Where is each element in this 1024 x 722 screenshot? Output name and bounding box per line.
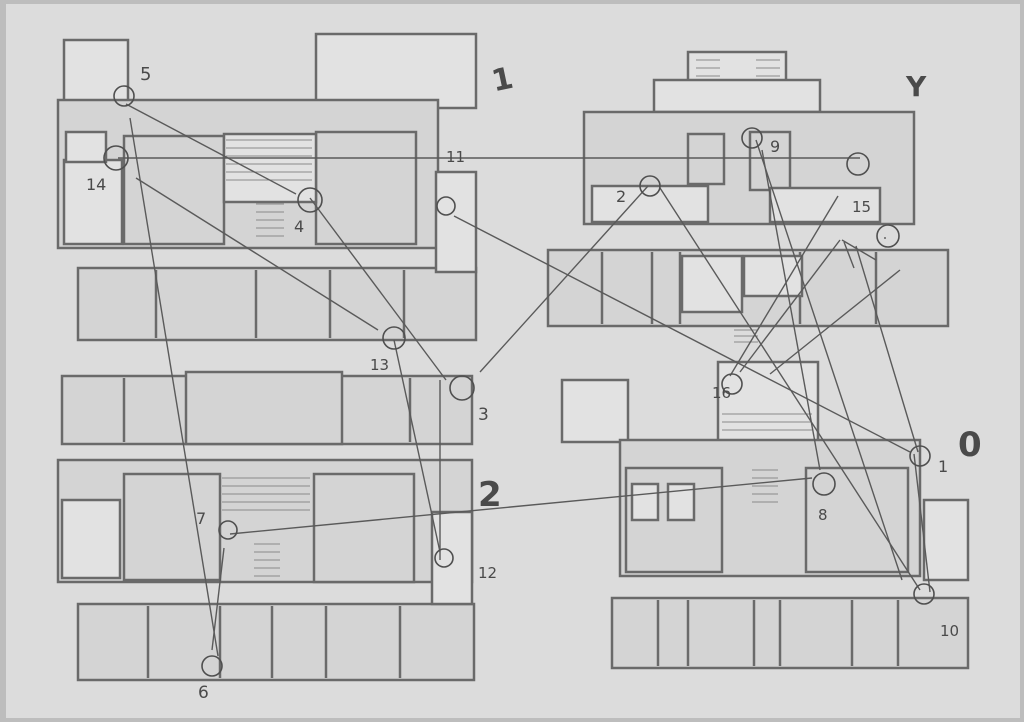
floor-label-0: 0 [958, 425, 982, 465]
waypoint-label-11: 11 [446, 148, 465, 166]
stairs-floor-2 [222, 477, 310, 577]
plan-floor-0 [560, 360, 970, 670]
waypoint-label-1: 1 [938, 457, 948, 476]
waypoint-label-2: 2 [616, 187, 626, 206]
waypoint-circle-3 [449, 375, 475, 401]
waypoint-label-14: 14 [86, 175, 106, 194]
waypoint-circle-13 [382, 326, 406, 350]
waypoint-circles [103, 85, 935, 677]
waypoint-label-4: 4 [294, 217, 304, 236]
waypoint-label-3: 3 [478, 405, 489, 425]
floor-labels: 1 Y 2 0 [478, 61, 982, 515]
plan-floor-2 [56, 370, 476, 682]
waypoint-label-9: 9 [770, 137, 780, 156]
waypoint-label-10: 10 [940, 622, 959, 640]
waypoint-label-13: 13 [370, 356, 389, 374]
waypoint-circle-9 [741, 127, 763, 149]
waypoint-circle-10 [913, 583, 935, 605]
waypoint-circle-2 [639, 175, 661, 197]
waypoint-circle-12 [434, 548, 454, 568]
stairs-floor-0 [722, 413, 812, 503]
waypoint-label-12: 12 [478, 564, 497, 582]
waypoint-label-16: 16 [712, 384, 731, 402]
waypoint-numbers: 1 2 3 4 5 6 7 8 9 10 11 12 13 14 15 16 [86, 64, 959, 703]
waypoint-circle-y-right [876, 224, 900, 248]
waypoint-circle-14 [103, 145, 129, 171]
waypoint-label-6: 6 [198, 683, 209, 703]
waypoint-circle-5 [113, 85, 135, 107]
waypoint-circle-4 [297, 187, 323, 213]
waypoint-circle-7 [218, 520, 238, 540]
floor-label-Y: Y [905, 70, 927, 103]
waypoint-circle-11 [436, 196, 456, 216]
waypoint-label-7: 7 [196, 509, 206, 528]
plan-floor-1 [56, 32, 478, 342]
route-lines [118, 103, 931, 657]
waypoint-circle-15 [846, 152, 870, 176]
waypoint-label-8: 8 [818, 506, 828, 524]
waypoint-circle-8 [812, 472, 836, 496]
floor-label-2: 2 [478, 475, 502, 515]
waypoint-label-5: 5 [140, 64, 151, 85]
waypoint-circle-16 [721, 373, 743, 395]
waypoint-circle-1 [909, 445, 931, 467]
waypoint-label-15: 15 [852, 198, 871, 216]
waypoint-circle-6 [201, 655, 223, 677]
